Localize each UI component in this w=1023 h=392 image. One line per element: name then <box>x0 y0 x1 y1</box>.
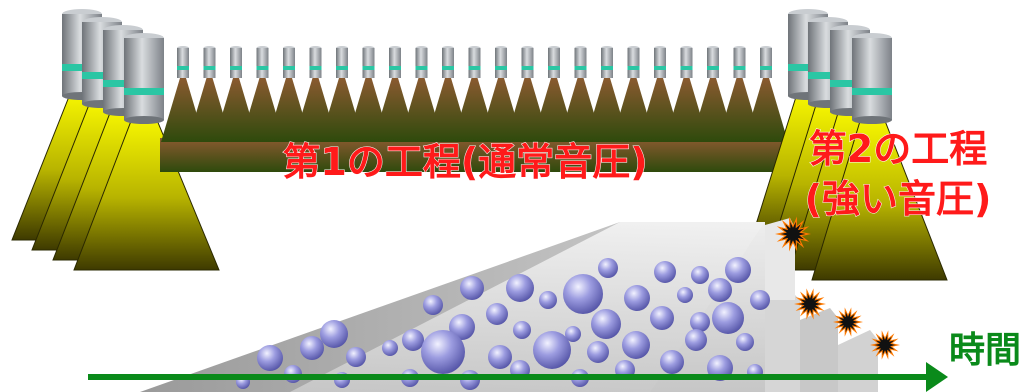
bubble <box>563 274 603 314</box>
bubble <box>677 287 693 303</box>
bubble <box>421 330 465 374</box>
spray-nozzle-icon <box>852 33 892 124</box>
bubble <box>506 274 534 302</box>
spray-nozzle-icon <box>707 46 719 78</box>
cone-base-band <box>160 138 790 172</box>
bubble <box>591 309 621 339</box>
treated-material-slab <box>140 218 878 392</box>
bubble <box>650 306 674 330</box>
normal-pressure-cones <box>160 78 790 172</box>
bubble <box>449 314 475 340</box>
spray-nozzle-icon <box>177 46 189 78</box>
spray-nozzle-icon <box>495 46 507 78</box>
sound-beam-icon <box>744 78 788 142</box>
spray-nozzle-icon <box>548 46 560 78</box>
spray-nozzle-icon <box>230 46 242 78</box>
time-label: 時間 <box>949 330 1021 371</box>
burst-icon <box>870 330 900 360</box>
spray-nozzle-icon <box>654 46 666 78</box>
bubble <box>486 303 508 325</box>
right-sound-beams <box>747 83 948 281</box>
bubble <box>320 320 348 348</box>
burst-markers <box>775 216 900 360</box>
bubble <box>598 258 618 278</box>
bubble <box>423 295 443 315</box>
spray-nozzle-icon <box>336 46 348 78</box>
spray-nozzle-icon <box>283 46 295 78</box>
burst-icon <box>833 307 863 337</box>
middle-nozzle-array <box>177 46 772 78</box>
spray-nozzle-icon <box>760 46 772 78</box>
time-arrow-icon <box>88 362 948 392</box>
spray-nozzle-icon <box>362 46 375 78</box>
slab-step-2 <box>800 308 838 392</box>
step2-label-line1: 第2の工程 <box>809 127 987 171</box>
spray-nozzle-icon <box>203 46 216 78</box>
spray-nozzle-icon <box>574 46 587 78</box>
bubble <box>257 345 283 371</box>
bubble <box>565 326 581 342</box>
burst-icon <box>794 288 826 320</box>
step2-label-line2: (強い音圧) <box>805 177 992 221</box>
bubble <box>624 285 650 311</box>
spray-nozzle-icon <box>733 46 746 78</box>
bubble <box>750 290 770 310</box>
bubble <box>460 276 484 300</box>
bubble <box>712 302 744 334</box>
bubble <box>690 312 710 332</box>
bubble <box>402 329 424 351</box>
bubble <box>346 347 366 367</box>
spray-nozzle-icon <box>521 46 534 78</box>
spray-nozzle-icon <box>680 46 693 78</box>
spray-nozzle-icon <box>442 46 454 78</box>
bubble <box>708 278 732 302</box>
bubble <box>660 350 684 374</box>
bubble <box>513 321 531 339</box>
bubble <box>539 291 557 309</box>
bubble <box>736 333 754 351</box>
bubble <box>685 329 707 351</box>
spray-nozzle-icon <box>415 46 428 78</box>
spray-nozzle-icon <box>309 46 322 78</box>
spray-nozzle-icon <box>389 46 401 78</box>
bubble <box>725 257 751 283</box>
bubble <box>654 261 676 283</box>
spray-nozzle-icon <box>468 46 481 78</box>
left-nozzle-array <box>62 9 164 124</box>
right-nozzle-array <box>788 9 892 124</box>
slab-step-3 <box>838 330 878 392</box>
bubble <box>382 340 398 356</box>
bubble <box>488 345 512 369</box>
step1-label: 第1の工程(通常音圧) <box>282 140 647 184</box>
bubble <box>533 331 571 369</box>
bubble <box>622 331 650 359</box>
spray-nozzle-icon <box>124 33 164 124</box>
spray-nozzle-icon <box>627 46 640 78</box>
bubble <box>300 336 324 360</box>
slab-step-1 <box>765 290 800 392</box>
burst-icon <box>775 216 811 252</box>
spray-nozzle-icon <box>256 46 269 78</box>
bubble <box>691 266 709 284</box>
spray-nozzle-icon <box>601 46 613 78</box>
bubble <box>587 341 609 363</box>
